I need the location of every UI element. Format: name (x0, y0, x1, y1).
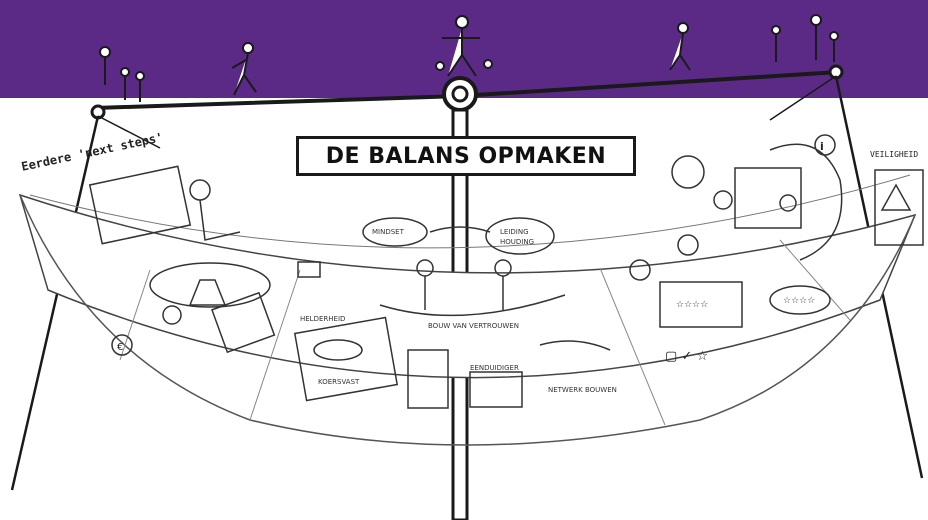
title-sign: DE BALANS OPMAKEN (296, 136, 636, 176)
network-building-label: NETWERK BOUWEN (548, 386, 617, 394)
page-title: DE BALANS OPMAKEN (326, 144, 606, 169)
svg-text:▢ ✓ ☆: ▢ ✓ ☆ (665, 349, 708, 364)
rating-stars-screen: ☆☆☆☆ (676, 300, 708, 310)
safety-label: VEILIGHEID (870, 150, 918, 159)
svg-text:€: € (117, 342, 123, 353)
houding-label: HOUDING (500, 238, 534, 246)
mindset-label: MINDSET (372, 228, 404, 236)
rating-stars: ☆☆☆☆ (783, 296, 815, 306)
leiding-label: LEIDING (500, 228, 529, 236)
clarity-label: HELDERHEID (300, 315, 345, 323)
unambiguous-label: EENDUIDIGER (470, 364, 519, 372)
on-course-label: KOERSVAST (318, 378, 359, 386)
trust-building-label: BOUW VAN VERTROUWEN (428, 322, 519, 330)
svg-text:i: i (820, 140, 824, 153)
